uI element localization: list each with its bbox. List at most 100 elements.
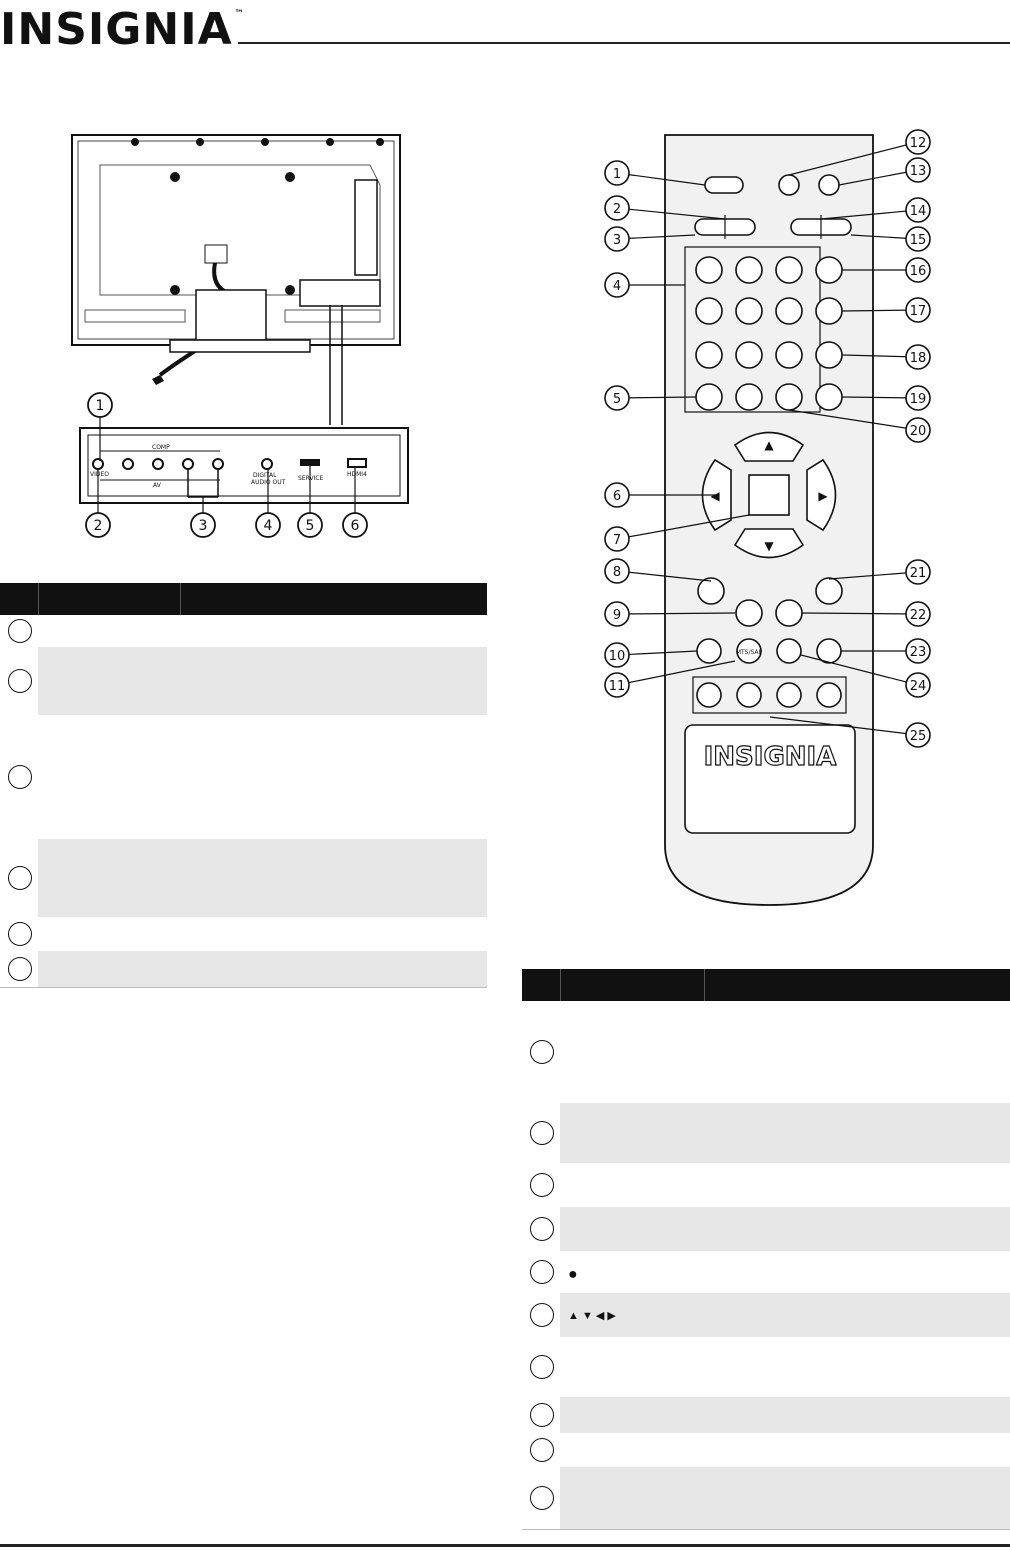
svg-text:SERVICE: SERVICE [298,475,324,482]
table-row [522,1337,1010,1397]
callout-circle [604,642,630,668]
callout-number: 24 [910,679,927,694]
callout-number: 22 [910,608,927,623]
table-row [0,715,487,839]
table-row [522,1163,1010,1207]
row-number-circle [530,1121,554,1145]
svg-text:HDMI4: HDMI4 [347,471,367,478]
callout-number: 14 [910,204,927,219]
svg-text:▼: ▼ [764,539,774,553]
header-rule [238,42,1010,44]
callout-circle [905,297,931,323]
callout-circle [905,385,931,411]
remote-table [522,969,1010,1527]
callout-number: 12 [910,136,927,151]
callout-circle [905,722,931,748]
table-row [522,1397,1010,1433]
callout-number: 20 [910,424,927,439]
callout-circle [905,672,931,698]
svg-text:VIDEO: VIDEO [90,471,109,478]
callout-circle [604,272,630,298]
row-number-circle [530,1438,554,1462]
callout-circle [905,197,931,223]
row-number-circle [8,957,32,981]
callout-number: 10 [609,649,626,664]
svg-text:COMP: COMP [152,444,170,451]
callout-number: 18 [910,351,927,366]
table-row [0,839,487,917]
row-number-circle [530,1403,554,1427]
table-row [522,1207,1010,1251]
svg-text:▶: ▶ [818,489,828,503]
callout-circle [604,195,630,221]
row-symbol: ● [568,1266,578,1283]
table-row [522,1103,1010,1163]
callout-circle [604,226,630,252]
callout-number: 19 [910,392,927,407]
callout-number: 17 [910,304,927,319]
tv-back-illustration: COMP VIDEO AV DIGITAL AUDIO OUT SERVICE … [71,134,409,538]
callout-number: 23 [910,645,927,660]
callout-number: 7 [613,533,621,548]
callout-number: 11 [609,679,626,694]
svg-text:5: 5 [306,518,315,534]
table-row [0,615,487,647]
callout-circle [604,160,630,186]
table-row [0,917,487,951]
footer-rule [0,1544,1010,1547]
svg-text:DIGITAL: DIGITAL [253,472,277,479]
row-number-circle [530,1040,554,1064]
callout-circle [905,226,931,252]
svg-text:3: 3 [199,518,208,534]
table-row [0,951,487,987]
row-symbol: ▲ ▼ ◀ ▶ [568,1310,616,1322]
callout-circle [905,601,931,627]
callout-number: 13 [910,164,927,179]
callout-number: 21 [910,566,927,581]
row-number-circle [530,1173,554,1197]
row-number-circle [530,1217,554,1241]
callout-number: 6 [613,489,621,504]
callout-circle [604,526,630,552]
callout-circle [905,157,931,183]
svg-text:▲: ▲ [764,438,774,452]
remote-illustration: ▲▼◀▶ MTS/SAP INSIGNIA 123456789101112131… [604,129,931,906]
callout-circle [604,601,630,627]
row-number-circle [8,866,32,890]
table-row: ▲ ▼ ◀ ▶ [522,1293,1010,1337]
row-number-circle [8,765,32,789]
callout-circle [905,344,931,370]
table-header [522,969,1010,1001]
row-number-circle [530,1486,554,1510]
row-number-circle [8,922,32,946]
callout-number: 8 [613,565,621,580]
callout-number: 25 [910,729,927,744]
svg-text:4: 4 [264,518,273,534]
svg-text:1: 1 [96,398,105,414]
callout-number: 3 [613,233,621,248]
callout-number: 9 [613,608,621,623]
callout-circle [905,559,931,585]
callout-number: 16 [910,264,927,279]
remote-logo: INSIGNIA [704,742,837,772]
callout-circle [604,672,630,698]
row-number-circle [530,1303,554,1327]
svg-text:2: 2 [94,518,103,534]
svg-text:6: 6 [351,518,360,534]
connections-table [0,583,487,1019]
row-number-circle [530,1355,554,1379]
callout-circle [905,638,931,664]
row-number-circle [8,619,32,643]
callout-number: 1 [613,167,621,182]
svg-text:AV: AV [153,482,162,489]
table-row [522,1433,1010,1467]
callout-number: 15 [910,233,927,248]
row-number-circle [530,1260,554,1284]
table-row [0,647,487,715]
svg-text:◀: ◀ [710,489,720,503]
callout-number: 2 [613,202,621,217]
table-row [522,1001,1010,1103]
callout-circle [604,558,630,584]
table-header [0,583,487,615]
